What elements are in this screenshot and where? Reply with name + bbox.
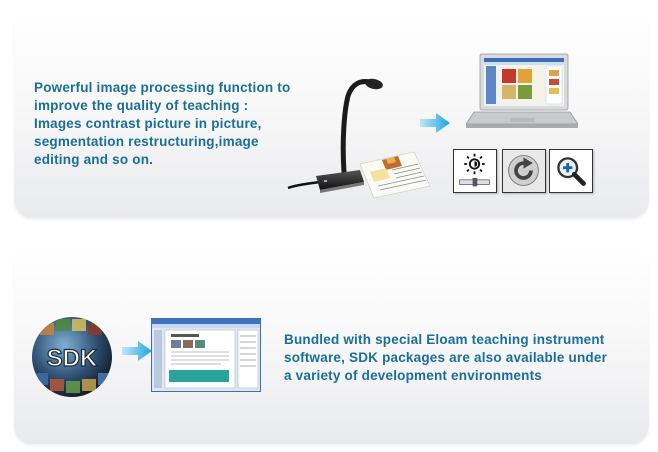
image-processing-description: Powerful image processing function to im… bbox=[34, 79, 290, 169]
laptop-image bbox=[466, 53, 578, 128]
document-camera-image bbox=[287, 78, 383, 193]
zoom-in-icon bbox=[549, 149, 593, 193]
description-line: improve the quality of teaching : bbox=[34, 98, 249, 113]
software-window-image bbox=[151, 318, 261, 392]
description-line: Powerful image processing function to bbox=[34, 80, 291, 95]
brightness-icon bbox=[453, 149, 497, 193]
arrow-right-icon bbox=[122, 341, 152, 361]
description-line: Images contrast picture in picture, bbox=[34, 116, 262, 131]
description-line: a variety of development environments bbox=[284, 368, 542, 383]
sdk-globe-icon: SDK bbox=[32, 317, 112, 397]
printed-document-image bbox=[359, 151, 431, 198]
description-line: segmentation restructuring,image bbox=[34, 134, 259, 149]
sdk-description: Bundled with special Eloam teaching inst… bbox=[284, 331, 607, 385]
description-line: editing and so on. bbox=[34, 152, 154, 167]
description-line: Bundled with special Eloam teaching inst… bbox=[284, 332, 605, 347]
description-line: software, SDK packages are also availabl… bbox=[284, 350, 608, 365]
rotate-icon bbox=[502, 149, 546, 193]
feature-panel-sdk bbox=[14, 246, 649, 444]
arrow-right-icon bbox=[420, 113, 450, 133]
sdk-label: SDK bbox=[47, 345, 98, 372]
